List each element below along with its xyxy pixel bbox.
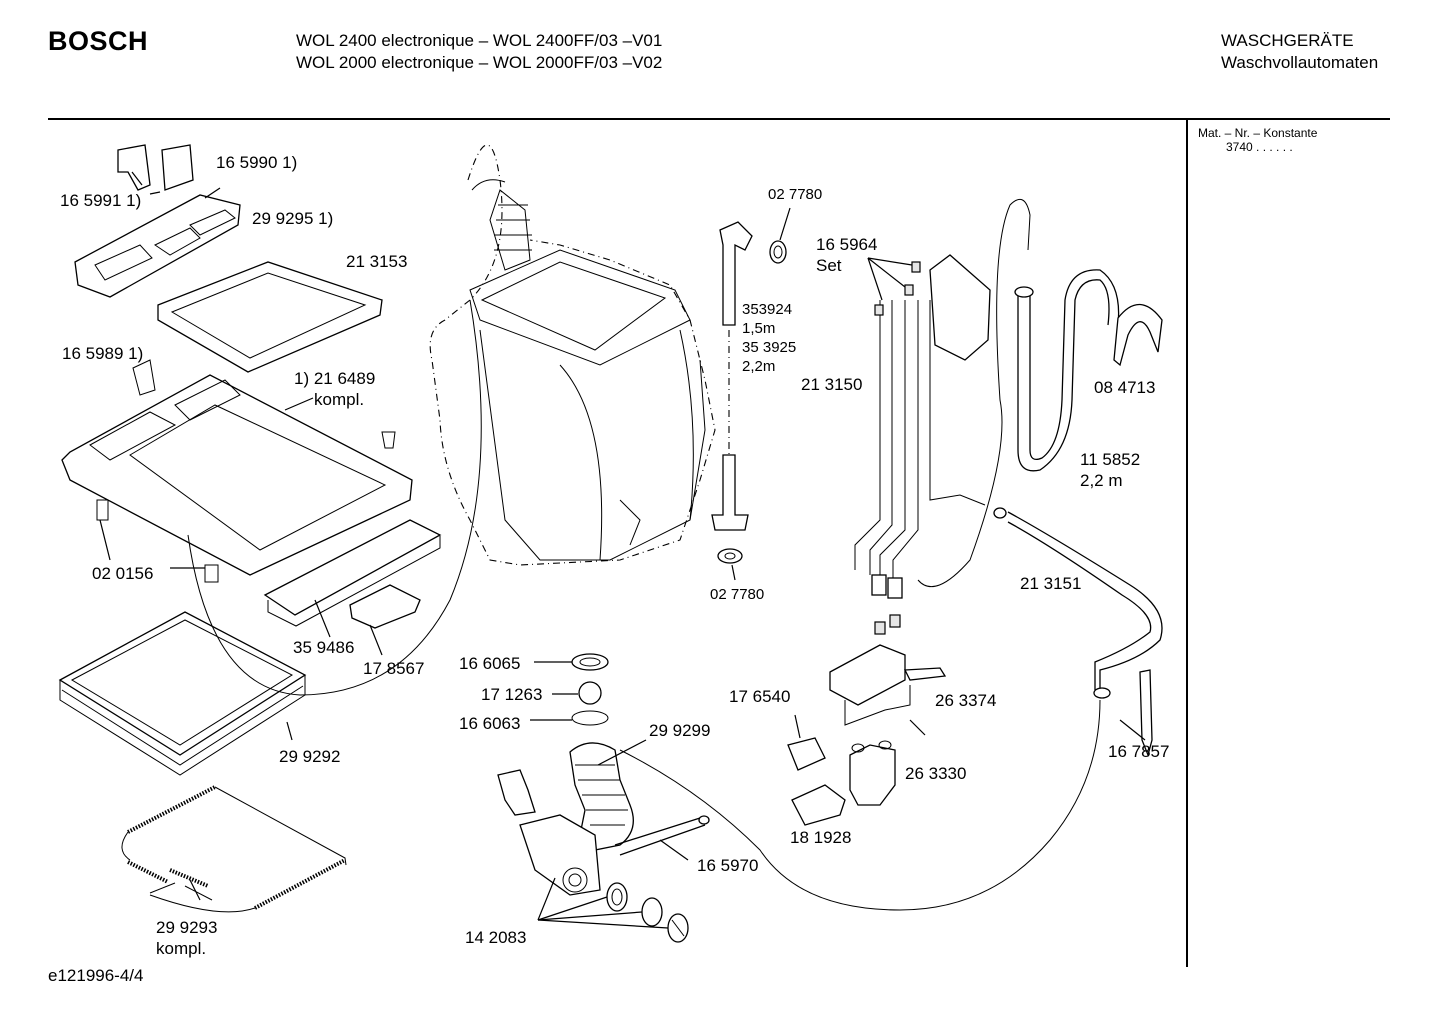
label-115852: 11 5852 — [1080, 450, 1141, 469]
label-020156: 02 0156 — [92, 564, 154, 583]
sidebar-divider — [1186, 118, 1188, 967]
label-213151: 21 3151 — [1020, 574, 1082, 593]
label-213153: 21 3153 — [346, 252, 408, 271]
header-divider — [48, 118, 1390, 120]
model-line-2: WOL 2000 electronique – WOL 2000FF/03 –V… — [296, 53, 663, 72]
dispenser-parts-drawing — [61, 144, 413, 583]
model-line-1: WOL 2400 electronique – WOL 2400FF/03 –V… — [296, 31, 663, 50]
label-176540: 17 6540 — [729, 687, 791, 706]
label-178567: 17 8567 — [363, 659, 425, 678]
overflow-hose-drawing — [1014, 269, 1163, 472]
label-165991: 16 5991 1) — [60, 191, 142, 210]
label-359486: 35 9486 — [293, 638, 355, 657]
door-seal-drawing — [58, 611, 307, 776]
category-line-2: Waschvollautomaten — [1221, 53, 1379, 72]
connector-curve — [187, 299, 482, 696]
material-label: Mat. – Nr. – Konstante — [1198, 126, 1318, 140]
label-165964: 16 5964 — [816, 235, 878, 254]
material-value: 3740 . . . . . . — [1226, 140, 1293, 154]
label-353925: 35 3925 — [742, 339, 797, 356]
label-353924: 353924 — [742, 301, 793, 318]
label-027780-top: 02 7780 — [768, 186, 823, 203]
door-lock-drawing — [263, 519, 442, 629]
label-216489-kompl: kompl. — [314, 390, 365, 409]
material-constant: Mat. – Nr. – Konstante 3740 . . . . . . — [1198, 126, 1317, 154]
brand-logo: BOSCH — [48, 26, 149, 56]
label-166065: 16 6065 — [459, 654, 521, 673]
label-213150: 21 3150 — [801, 375, 863, 394]
springs-drawing — [121, 785, 347, 913]
label-299295: 29 9295 1) — [252, 209, 334, 228]
tub-assembly-drawing — [429, 144, 716, 566]
label-263374: 26 3374 — [935, 691, 997, 710]
label-142083: 14 2083 — [465, 928, 527, 947]
model-info: WOL 2400 electronique – WOL 2400FF/03 –V… — [296, 30, 662, 74]
label-166063: 16 6063 — [459, 714, 521, 733]
drain-hose-drawing — [711, 221, 787, 564]
label-181928: 18 1928 — [790, 828, 852, 847]
label-165990: 16 5990 1) — [216, 153, 298, 172]
label-084713: 08 4713 — [1094, 378, 1156, 397]
label-299292: 29 9292 — [279, 747, 341, 766]
category-info: WASCHGERÄTE Waschvollautomaten — [1221, 30, 1378, 74]
label-299293: 29 9293 — [156, 918, 218, 937]
label-165964-set: Set — [816, 256, 842, 275]
long-hose-drawing — [619, 507, 1163, 911]
label-299293-kompl: kompl. — [156, 939, 207, 958]
label-353925-length: 2,2m — [742, 358, 776, 375]
label-171263: 17 1263 — [481, 685, 543, 704]
valves-drawing — [787, 614, 947, 826]
pump-drawing — [497, 653, 710, 943]
label-165989: 16 5989 1) — [62, 344, 144, 363]
label-115852-length: 2,2 m — [1080, 471, 1123, 490]
label-027780-bottom: 02 7780 — [710, 586, 765, 603]
category-line-1: WASCHGERÄTE — [1221, 31, 1354, 50]
label-353924-length: 1,5m — [742, 320, 776, 337]
label-216489: 1) 21 6489 — [294, 369, 376, 388]
label-165970: 16 5970 — [697, 856, 759, 875]
document-id: e121996-4/4 — [48, 966, 144, 985]
leader-lines — [99, 171, 1146, 929]
label-167857: 16 7857 — [1108, 742, 1170, 761]
inlet-pipes-drawing — [854, 198, 1031, 599]
label-299299: 29 9299 — [649, 721, 711, 740]
label-263330: 26 3330 — [905, 764, 967, 783]
